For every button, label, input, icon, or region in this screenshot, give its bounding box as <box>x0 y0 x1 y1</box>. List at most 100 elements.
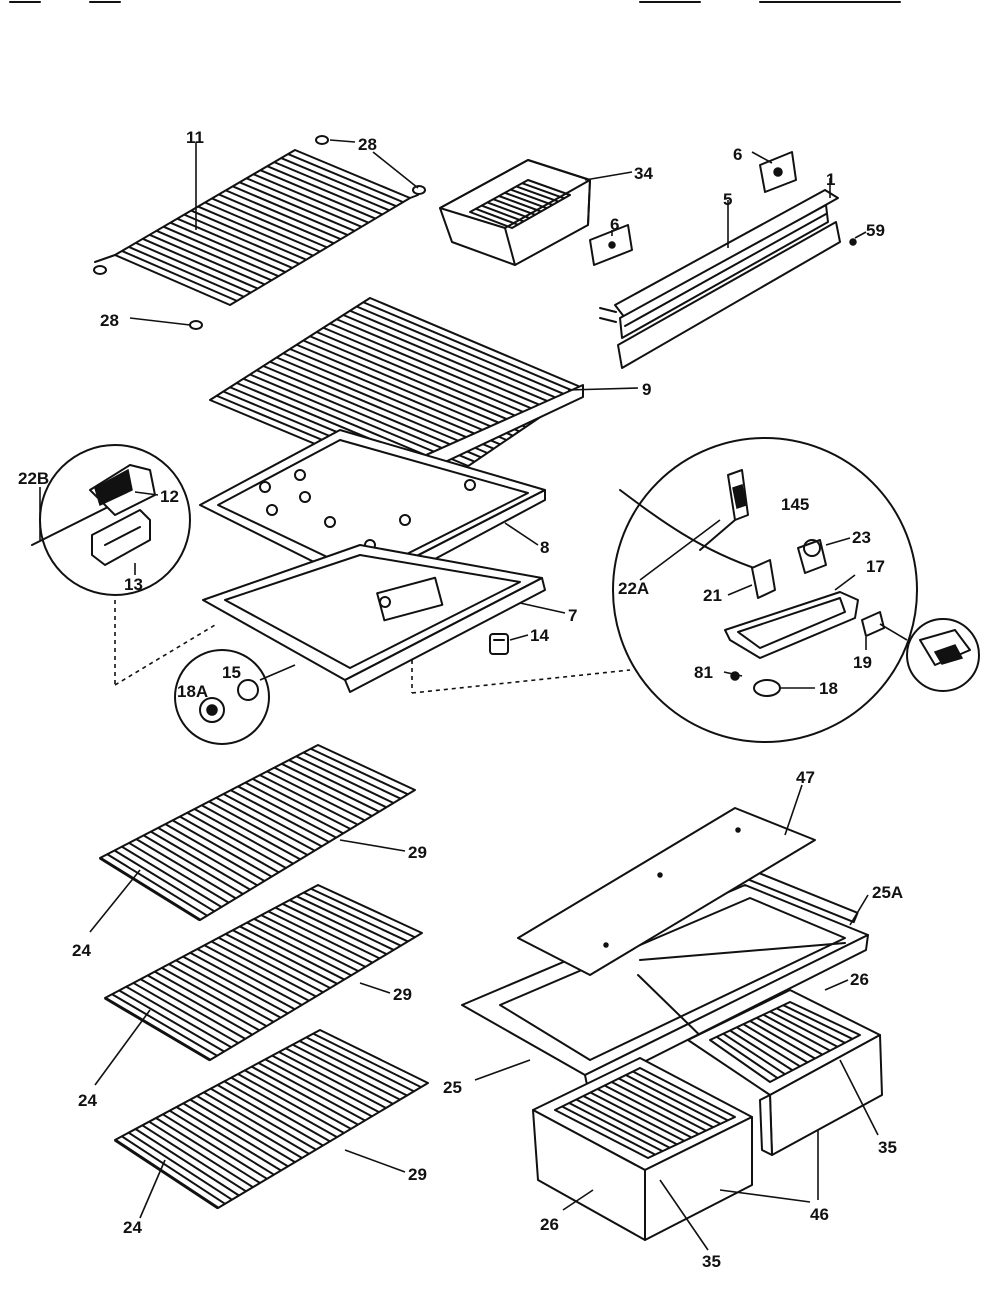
shelf-wire <box>175 1106 282 1172</box>
shelf-wire <box>244 1069 352 1130</box>
shelf-wire <box>487 201 530 220</box>
shelf-wire <box>329 322 546 415</box>
shelf-wire <box>632 1070 729 1122</box>
shelf-wire <box>253 173 369 224</box>
callout-28-top: 28 <box>358 135 377 154</box>
shelf-wire <box>148 1120 254 1189</box>
shelf-wire <box>716 1036 779 1079</box>
callout-29-lower: 29 <box>408 1165 427 1184</box>
shelf-wire <box>132 982 239 1044</box>
shelf-wire <box>256 369 476 463</box>
shelf-wire <box>756 1016 823 1056</box>
shelf-wire <box>169 221 286 273</box>
shelf-wire <box>162 1113 268 1180</box>
freezer-floor-panel <box>202 544 546 693</box>
shelf-wire <box>561 1105 656 1156</box>
shelf-wire <box>215 796 316 852</box>
callout-9: 9 <box>642 380 651 399</box>
callout-46: 46 <box>810 1205 829 1224</box>
shelf-wire <box>296 895 402 947</box>
shelf-wire <box>273 766 373 817</box>
detail-circle-control <box>612 437 918 743</box>
shelf-wire <box>281 762 380 813</box>
shelf-wire <box>125 985 232 1049</box>
shelf-wire <box>349 309 565 402</box>
shelf-wire <box>251 1065 359 1126</box>
detail-circle-damper <box>31 444 191 596</box>
shelf-wire <box>118 989 225 1053</box>
callout-24-middle: 24 <box>78 1091 97 1110</box>
shelf-wire <box>230 789 330 843</box>
shelf-wire <box>121 845 223 908</box>
shelf-wire <box>161 966 268 1028</box>
shelf-wire <box>575 1098 671 1149</box>
shelf-wire <box>280 157 397 208</box>
shelf-wire <box>504 191 548 210</box>
leader-lines <box>39 139 879 1251</box>
shelf-wire <box>230 1076 338 1139</box>
shelf-wire <box>362 301 578 394</box>
shelf-wire <box>135 241 252 294</box>
callout-22A: 22A <box>618 579 649 598</box>
shelf-wire <box>316 331 533 424</box>
shelf-wire <box>776 1007 846 1044</box>
shelf-wire <box>163 225 279 278</box>
shelf-wire <box>262 365 482 459</box>
shelf-wire <box>521 182 565 200</box>
shelf-wire <box>278 1051 387 1109</box>
shelf-wire <box>568 1102 663 1153</box>
shelf-wire <box>193 808 294 865</box>
shelf-wire <box>303 891 409 943</box>
callout-22B: 22B <box>18 469 49 488</box>
shelf-wire <box>121 1135 226 1205</box>
shelf-wire <box>475 207 519 226</box>
shelf-wire <box>175 959 282 1019</box>
shelf-wire <box>266 770 366 822</box>
shelf-wire <box>289 348 507 441</box>
shelf-wire <box>492 198 536 216</box>
shelf-wire <box>189 1098 296 1164</box>
shelf-wire <box>232 929 338 985</box>
shelf-wire <box>135 838 237 900</box>
shelf-wire <box>225 933 331 989</box>
callout-labels: 11 28 28 34 6 6 5 1 59 9 22B 12 13 8 7 1… <box>18 128 903 1271</box>
shelf-wire <box>282 352 501 446</box>
shelf-wire <box>155 1117 261 1184</box>
shelf-wire <box>203 944 310 1002</box>
shelf-wire <box>729 1029 794 1072</box>
shelf-wire <box>285 1047 394 1105</box>
shelf-wire <box>309 335 527 428</box>
shelf-wire <box>246 921 352 977</box>
shelf-wire <box>252 778 351 830</box>
shelf-wire <box>302 339 520 433</box>
shelf-wire <box>201 804 301 861</box>
shelf-wire <box>182 1102 289 1168</box>
shelf-wire <box>282 902 388 956</box>
shelf-wire <box>210 1087 317 1151</box>
callout-23: 23 <box>852 528 871 547</box>
shelf-wire <box>134 1128 240 1197</box>
shelf-wire <box>217 1084 324 1147</box>
shelf-wire <box>253 918 359 972</box>
shelf-wire <box>223 1080 331 1143</box>
callout-15: 15 <box>222 663 241 682</box>
callout-59: 59 <box>866 221 885 240</box>
shelf-wire <box>168 963 275 1023</box>
shelf-wire <box>287 153 404 204</box>
crisper-drawer-left <box>532 1057 753 1241</box>
shelf-wire <box>356 305 571 398</box>
shelf-wire <box>211 940 317 998</box>
shelf-wire <box>742 1023 809 1064</box>
connector-lines <box>114 600 631 694</box>
callout-17: 17 <box>866 557 885 576</box>
shelf-wire <box>259 774 359 826</box>
shelf-wire <box>183 213 300 265</box>
shelf-wire <box>114 849 215 913</box>
callout-18: 18 <box>819 679 838 698</box>
shelf-wire <box>736 1026 801 1068</box>
shelf-wire <box>218 936 324 994</box>
shelf-wire <box>312 1032 422 1089</box>
shelf-wire <box>336 318 552 411</box>
shelf-wire <box>604 1084 700 1135</box>
